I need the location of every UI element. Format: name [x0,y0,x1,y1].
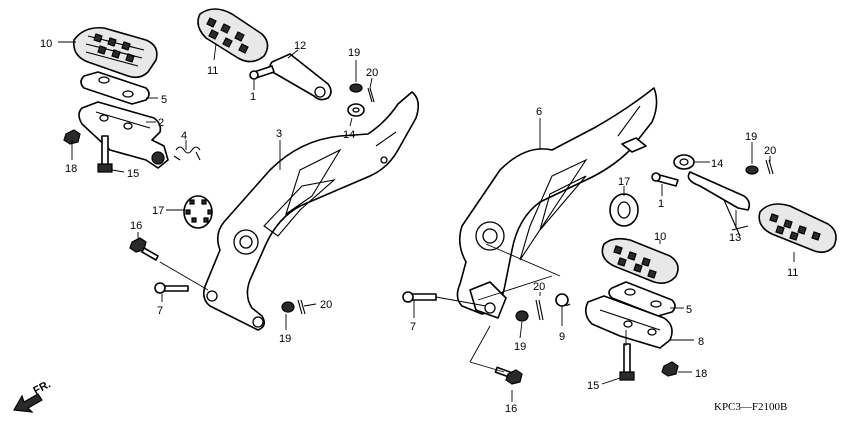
cap-17-left [183,195,213,229]
spring-9 [555,293,571,307]
callout-6: 6 [536,106,542,118]
front-direction-arrow: FR. [13,378,53,413]
cotter-pin-20-right-top [765,159,774,175]
callout-7-left: 7 [157,305,163,317]
direction-label: FR. [31,378,52,397]
callout-19-left-top: 19 [348,47,360,59]
plate-5-left [80,71,150,105]
callout-18-left: 18 [65,163,77,175]
callout-20-left-top: 20 [366,67,378,79]
leader-lines [58,41,795,402]
footpeg-rubber-10-right [601,237,679,284]
footpeg-rubber-11-right [758,203,837,254]
bolt-15-left [97,135,113,173]
pin-1-right [651,172,679,187]
footpeg-rubber-11-left [197,8,269,63]
callout-19-right-bottom: 19 [514,341,526,353]
callout-13: 13 [729,232,741,244]
callout-16-left: 16 [130,220,142,232]
washer-14-right [673,154,695,170]
callout-numbers: 10 5 2 4 18 15 11 12 1 19 20 14 3 17 16 … [40,38,798,415]
callout-18-right: 18 [695,368,707,380]
pin-7-left [154,282,189,294]
callout-11-right: 11 [787,267,798,279]
callout-17-right: 17 [618,176,630,188]
callout-10-right: 10 [654,231,666,243]
callout-20-left-bottom: 20 [320,299,332,311]
pin-7-right [402,291,437,303]
cotter-pin-20-left-bottom [297,299,306,315]
callout-14-left: 14 [343,129,355,141]
callout-10-left: 10 [40,38,52,50]
cotter-pin-20-left-top [367,87,375,103]
bolt-16-left [129,237,159,261]
callout-1-left: 1 [250,91,256,103]
washer-19-right-top [745,165,759,175]
callout-20-right-bottom: 20 [533,281,545,293]
bolt-18-left [63,129,81,145]
callout-5-left: 5 [161,94,167,106]
plate-5-right [608,281,676,317]
callout-12: 12 [294,40,306,52]
washer-19-left-top [349,83,363,93]
bolt-18-right [661,361,679,377]
passenger-arm-12-left [268,53,332,101]
main-bracket-6-right [456,87,658,319]
callout-9: 9 [559,331,565,343]
callout-14-right: 14 [711,158,723,170]
footpeg-bracket-2-left [78,101,169,169]
callout-17-left: 17 [152,205,164,217]
callout-19-right-top: 19 [745,131,757,143]
callout-4: 4 [181,130,187,142]
washer-19-left-bottom [281,301,295,313]
callout-11-left: 11 [207,65,218,77]
callout-15-left: 15 [127,168,139,180]
diagram-code: KPC3—F2100B [714,401,787,413]
washer-14-left [347,103,365,117]
callout-1-right: 1 [658,198,664,210]
callout-20-right-top: 20 [764,145,776,157]
callout-8: 8 [698,336,704,348]
spring-4 [173,146,201,161]
bolt-16-right [494,366,523,385]
bolt-15-right [619,343,635,381]
callout-15-right: 15 [587,380,599,392]
callout-2: 2 [158,117,164,129]
main-bracket-3-left [202,91,420,331]
callout-7-right: 7 [410,321,416,333]
pin-1-left [249,65,275,80]
footpeg-bracket-8-right [584,295,673,349]
callout-19-left-bottom: 19 [279,333,291,345]
washer-19-right-bottom [515,310,529,322]
callout-16-right: 16 [505,403,517,415]
arrow-icon [13,393,43,413]
callout-5-right: 5 [686,304,692,316]
passenger-arm-13-right [687,171,751,237]
cap-17-right [609,193,639,227]
callout-3: 3 [276,128,282,140]
cotter-pin-20-right-bottom [535,299,544,321]
footpeg-rubber-10-left [72,26,158,79]
